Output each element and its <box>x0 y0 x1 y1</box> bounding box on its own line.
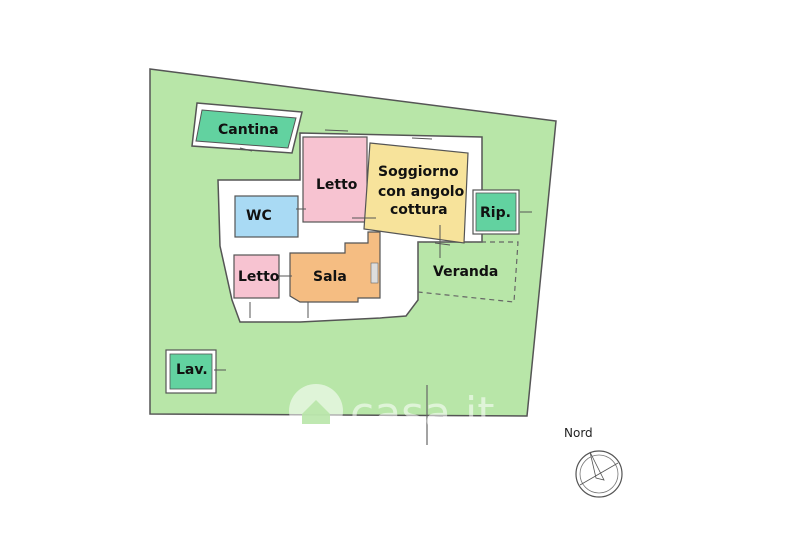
label-letto-top: Letto <box>316 177 358 193</box>
label-sala: Sala <box>313 269 347 285</box>
compass-label: Nord <box>564 426 593 440</box>
label-soggiorno-1: Soggiorno <box>378 164 459 180</box>
room-letto-top <box>302 136 368 223</box>
compass-icon <box>575 450 623 498</box>
room-soggiorno <box>363 142 469 244</box>
room-letto-bottom <box>233 254 280 299</box>
label-rip: Rip. <box>480 205 511 221</box>
label-wc: WC <box>246 208 272 224</box>
veranda-area <box>417 241 519 303</box>
label-letto-bottom: Letto <box>238 269 280 285</box>
label-soggiorno-3: cottura <box>390 202 448 218</box>
room-wc <box>234 195 299 238</box>
wall-details <box>214 129 532 371</box>
watermark: casa.it <box>289 384 495 439</box>
label-veranda: Veranda <box>433 264 498 280</box>
watermark-text: casa.it <box>350 388 495 439</box>
room-sala <box>289 231 381 303</box>
label-lav: Lav. <box>176 362 208 378</box>
label-cantina: Cantina <box>218 122 279 138</box>
label-soggiorno-2: con angolo <box>378 184 465 200</box>
